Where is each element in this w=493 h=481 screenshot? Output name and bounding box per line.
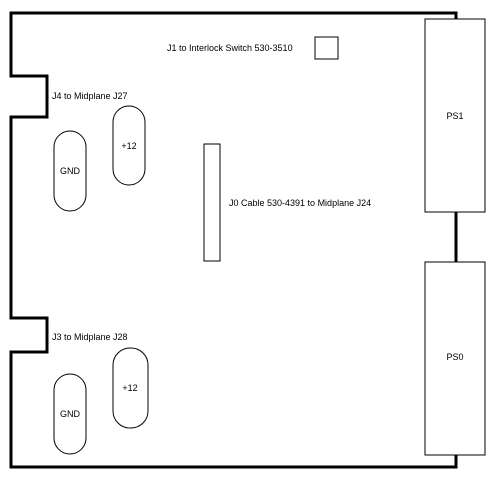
gnd-top-terminal [53, 130, 87, 212]
ps0-module [424, 261, 486, 456]
j0-label: J0 Cable 530-4391 to Midplane J24 [229, 198, 371, 208]
gnd-bottom-terminal [53, 373, 87, 455]
ps1-label: PS1 [446, 111, 463, 121]
j3-label: J3 to Midplane J28 [52, 332, 128, 342]
ps1-module [424, 18, 486, 213]
j4-label: J4 to Midplane J27 [52, 91, 128, 101]
plus12-top-label: +12 [121, 141, 136, 151]
ps0-label: PS0 [446, 352, 463, 362]
board-outline [9, 11, 458, 469]
j0-connector [203, 143, 221, 262]
gnd-top-label: GND [60, 166, 81, 176]
gnd-bottom-label: GND [60, 409, 81, 419]
j1-connector [314, 36, 339, 60]
plus12-top-terminal [112, 105, 146, 186]
plus12-bottom-label: +12 [122, 383, 137, 393]
plus12-bottom-terminal [112, 347, 149, 429]
j1-label: J1 to Interlock Switch 530-3510 [167, 43, 293, 53]
